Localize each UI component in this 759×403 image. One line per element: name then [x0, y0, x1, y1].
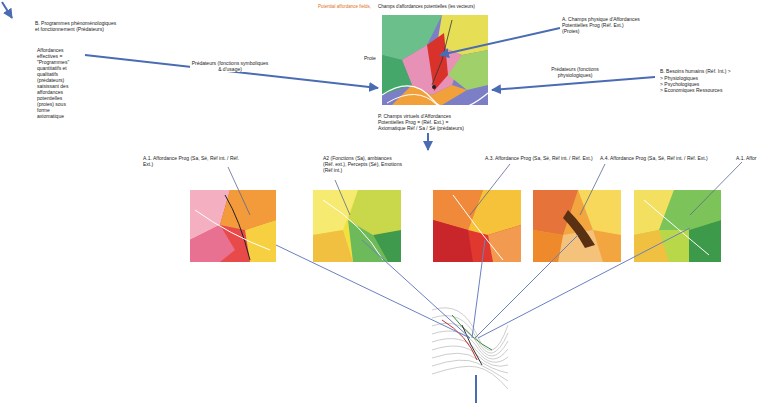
panel-caption: A.1. Affordance Prog (Sa, Sé, Réf int. /… [143, 155, 248, 167]
map-panel: A2 (Fonctions (Sa), ambiances (Réf. ext.… [313, 190, 401, 262]
panel-caption: A.3. Affordance Prog (Sa, Sé, Réf int. /… [485, 155, 597, 161]
note-label: Prédateurs (fonctions physiologiques) [545, 66, 605, 78]
map-a5 [634, 190, 721, 262]
node-label: Proie [364, 55, 376, 61]
note-label: Champs d'affordances potentielles (les v… [378, 4, 475, 10]
note-label: A. Champs physique d'Affordances Potenti… [562, 16, 642, 34]
map-panel: Proie [382, 15, 488, 105]
map-a4 [533, 190, 621, 262]
arrow [85, 55, 378, 88]
note-label: > Economiques Ressources [660, 87, 722, 93]
arrow [427, 133, 429, 150]
note-label: > Physiologiques [660, 75, 698, 81]
main-map [382, 15, 488, 110]
line [475, 375, 477, 403]
arrow [2, 2, 12, 18]
arrow [492, 77, 655, 90]
map-panel: A.1. Affor [634, 190, 721, 262]
map-panel: A.1. Affordance Prog (Sa, Sé, Réf int. /… [190, 190, 276, 262]
map-a1 [190, 190, 276, 262]
note-label: B. Programmes phénoménologiques et fonct… [35, 20, 120, 32]
note-label: P. Champs virtuels d'Affordances Potenti… [378, 113, 473, 131]
note-label: Affordances effectives = "Programmes" qu… [37, 47, 77, 119]
map-a3 [433, 190, 521, 262]
panel-caption: A2 (Fonctions (Sa), ambiances (Réf. ext.… [323, 155, 403, 173]
arrow [440, 28, 560, 55]
panel-caption: A.4. Affordance Prog (Sa, Sé, Réf int. /… [600, 155, 715, 161]
map-panel: A.3. Affordance Prog (Sa, Sé, Réf int. /… [433, 190, 521, 262]
note-label: B. Besoins humains (Réf. Int.) > [660, 68, 731, 74]
note-label: Prédateurs (fonctions symboliques & d'us… [190, 60, 270, 72]
contour-map [432, 305, 508, 389]
note-label: Potential affordance fields, [318, 4, 371, 10]
map-panel: A.4. Affordance Prog (Sa, Sé, Réf int. /… [533, 190, 621, 262]
note-label: > Psychologiques [660, 81, 699, 87]
panel-caption: A.1. Affor [736, 155, 756, 161]
map-a2 [313, 190, 401, 262]
